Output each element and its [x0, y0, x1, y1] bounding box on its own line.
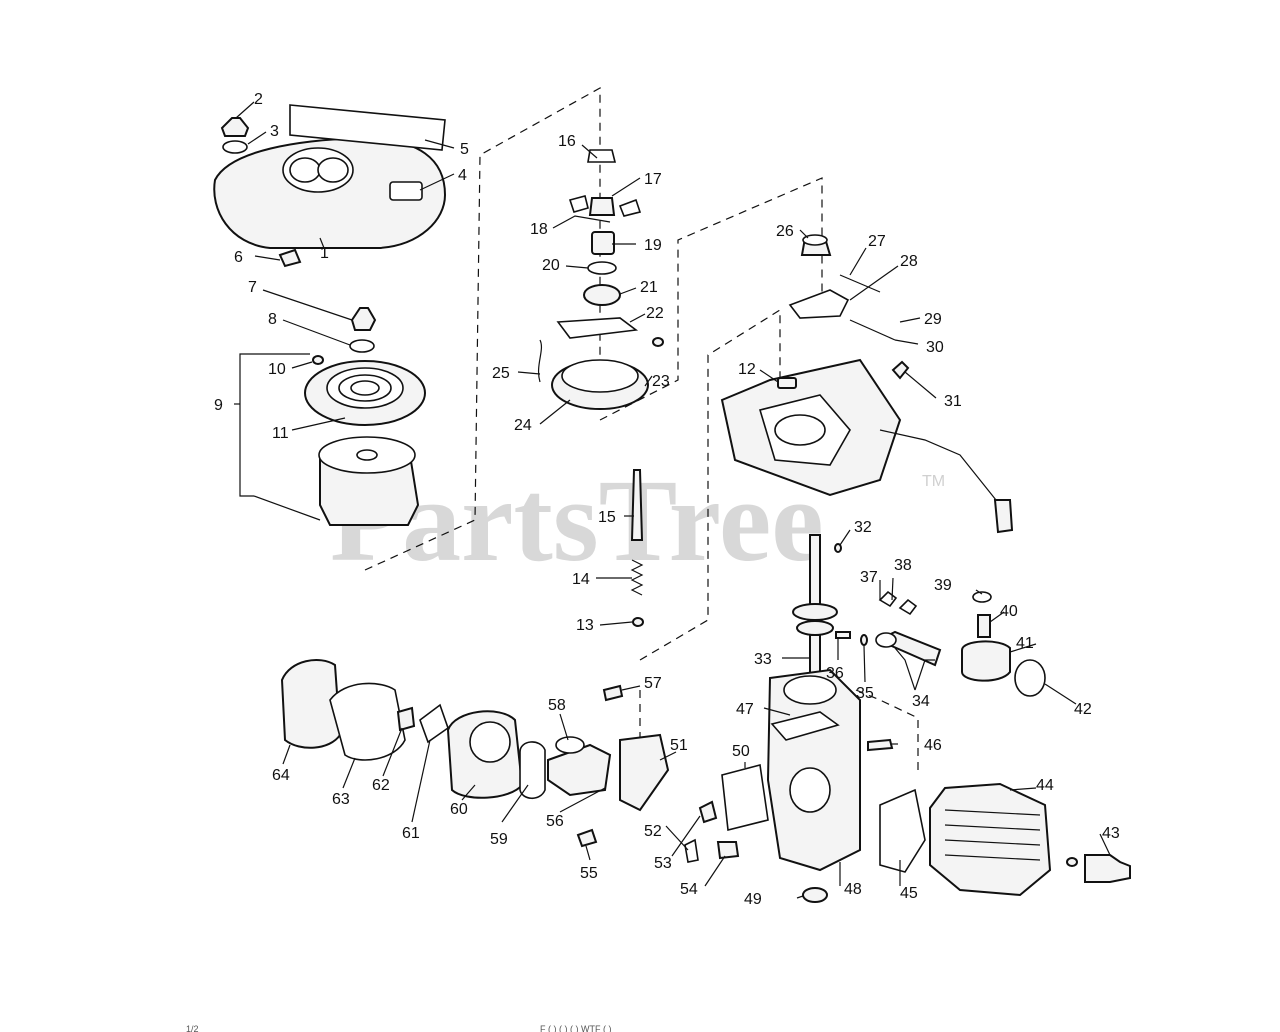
trademark-mark: TM: [922, 473, 945, 490]
flywheel-assembly: [304, 355, 426, 526]
callout-26: 26: [776, 223, 794, 240]
callout-38: 38: [894, 557, 912, 574]
callout-31: 31: [944, 393, 962, 410]
callout-19: 19: [644, 237, 662, 254]
callout-59: 59: [490, 831, 508, 848]
callout-28: 28: [900, 253, 918, 270]
callout-49: 49: [744, 891, 762, 908]
callout-12: 12: [738, 361, 756, 378]
callout-34: 34: [912, 693, 930, 710]
callout-60: 60: [450, 801, 468, 818]
callout-50: 50: [732, 743, 750, 760]
callout-2: 2: [254, 91, 263, 108]
callout-20: 20: [542, 257, 560, 274]
callout-56: 56: [546, 813, 564, 830]
callout-6: 6: [234, 249, 243, 266]
callout-4: 4: [458, 167, 467, 184]
callout-53: 53: [654, 855, 672, 872]
callout-15: 15: [598, 509, 616, 526]
carburetor-assembly: [547, 684, 740, 863]
callout-46: 46: [924, 737, 942, 754]
callout-13: 13: [576, 617, 594, 634]
callout-9: 9: [214, 397, 223, 414]
callout-33: 33: [754, 651, 772, 668]
callout-54: 54: [680, 881, 698, 898]
callout-36: 36: [826, 665, 844, 682]
callout-27: 27: [868, 233, 886, 250]
callout-24: 24: [514, 417, 532, 434]
crankcase-cover-assembly: [720, 234, 1014, 534]
callout-25: 25: [492, 365, 510, 382]
callout-55: 55: [580, 865, 598, 882]
callout-labels: 1 2 3 4 5 6 7 8 9 10 11 12 13 14 15 16 1…: [214, 91, 1120, 908]
callout-23: 23: [652, 373, 670, 390]
callout-21: 21: [640, 279, 658, 296]
callout-45: 45: [900, 885, 918, 902]
callout-3: 3: [270, 123, 279, 140]
cylinder-crankcase: [721, 668, 1131, 903]
callout-16: 16: [558, 133, 576, 150]
footer-center-text: F ( ) ( ) ( ) WTF ( ): [540, 1024, 611, 1032]
starter-cup-stack: [537, 149, 664, 410]
crankshaft-piston: [792, 534, 1046, 706]
air-filter-assembly: [280, 659, 546, 800]
callout-1: 1: [320, 245, 329, 262]
callout-7: 7: [248, 279, 257, 296]
callout-5: 5: [460, 141, 469, 158]
callout-22: 22: [646, 305, 664, 322]
callout-58: 58: [548, 697, 566, 714]
callout-18: 18: [530, 221, 548, 238]
callout-64: 64: [272, 767, 290, 784]
callout-47: 47: [736, 701, 754, 718]
blower-housing: [213, 104, 447, 353]
callout-39: 39: [934, 577, 952, 594]
callout-11: 11: [272, 425, 289, 442]
callout-17: 17: [644, 171, 662, 188]
callout-30: 30: [926, 339, 944, 356]
callout-29: 29: [924, 311, 942, 328]
callout-42: 42: [1074, 701, 1092, 718]
callout-8: 8: [268, 311, 277, 328]
callout-37: 37: [860, 569, 878, 586]
callout-43: 43: [1102, 825, 1120, 842]
callout-62: 62: [372, 777, 390, 794]
callout-51: 51: [670, 737, 688, 754]
callout-48: 48: [844, 881, 862, 898]
callout-52: 52: [644, 823, 662, 840]
footer-left-text: 1/2: [186, 1024, 199, 1032]
callout-57: 57: [644, 675, 662, 692]
callout-40: 40: [1000, 603, 1018, 620]
callout-32: 32: [854, 519, 872, 536]
leader-lines: [234, 101, 1111, 899]
callout-44: 44: [1036, 777, 1054, 794]
callout-41: 41: [1016, 635, 1034, 652]
callout-14: 14: [572, 571, 590, 588]
primer-assembly: [630, 469, 644, 627]
callout-35: 35: [856, 685, 874, 702]
callout-10: 10: [268, 361, 286, 378]
callout-61: 61: [402, 825, 420, 842]
callout-63: 63: [332, 791, 350, 808]
